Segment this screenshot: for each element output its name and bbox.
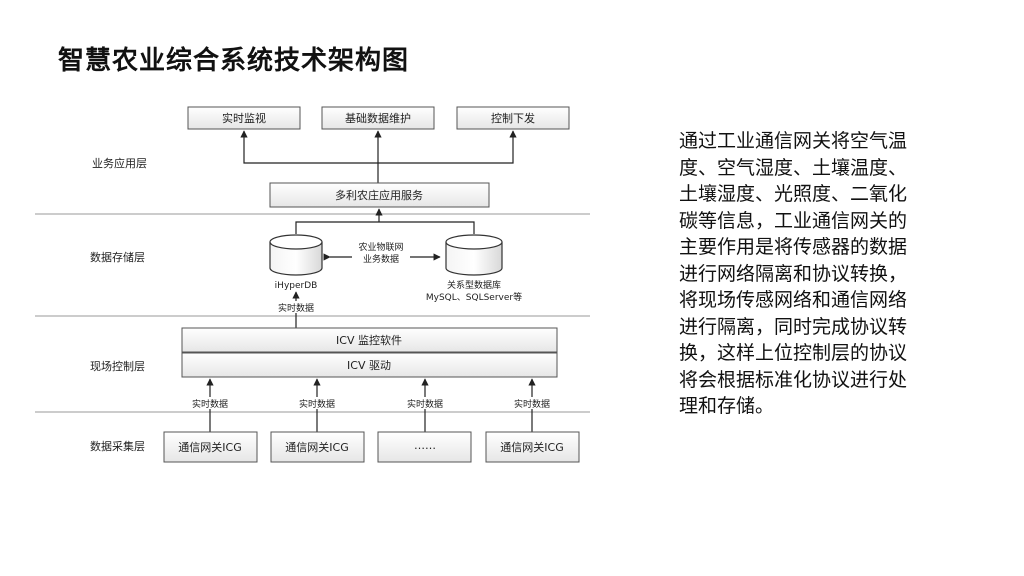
realtime-label-storage: 实时数据 <box>278 302 314 314</box>
gateway-label-1: 通信网关ICG <box>178 440 241 454</box>
db-relational-cylinder <box>445 234 503 276</box>
realtime-label-gw4: 实时数据 <box>514 398 550 410</box>
gateway-arrow-label-bg <box>184 397 558 409</box>
db-link-label-line1: 农业物联网 <box>358 241 403 253</box>
layer-separators <box>35 213 590 413</box>
gateway-box-1: 通信网关ICG <box>163 431 258 463</box>
layer-label-collect: 数据采集层 <box>90 439 145 453</box>
app-arrows <box>240 130 517 183</box>
db-relational-label-line2: MySQL、SQLServer等 <box>426 291 522 303</box>
db-link-label-line2: 业务数据 <box>363 253 399 265</box>
app-box-monitor: 实时监视 <box>187 106 301 130</box>
layer-label-storage: 数据存储层 <box>90 250 145 264</box>
description-text: 通过工业通信网关将空气温度、空气湿度、土壤温度、土壤湿度、光照度、二氧化碳等信息… <box>679 130 908 417</box>
app-box-monitor-label: 实时监视 <box>222 111 266 125</box>
gateway-label-2: 通信网关ICG <box>285 440 348 454</box>
realtime-label-gw3: 实时数据 <box>407 398 443 410</box>
page-title: 智慧农业综合系统技术架构图 <box>58 46 410 76</box>
icv-monitor-label: ICV 监控软件 <box>336 333 402 347</box>
gateway-box-3: …… <box>377 431 472 463</box>
icv-driver-box: ICV 驱动 <box>181 352 558 378</box>
app-service-label: 多利农庄应用服务 <box>335 188 423 202</box>
realtime-label-gw2: 实时数据 <box>299 398 335 410</box>
gateway-label-4: 通信网关ICG <box>500 440 563 454</box>
gateway-label-3: …… <box>414 439 436 452</box>
realtime-label-gw1: 实时数据 <box>192 398 228 410</box>
gateway-box-2: 通信网关ICG <box>270 431 365 463</box>
db-ihyperdb-label: iHyperDB <box>275 281 318 291</box>
gateway-box-4: 通信网关ICG <box>485 431 580 463</box>
app-box-data-maintenance: 基础数据维护 <box>321 106 435 130</box>
app-service-box: 多利农庄应用服务 <box>269 182 490 208</box>
icv-monitor-box: ICV 监控软件 <box>181 327 558 353</box>
app-box-control-label: 控制下发 <box>491 111 535 125</box>
app-box-data-maintenance-label: 基础数据维护 <box>345 111 411 125</box>
storage-arrows <box>295 208 475 234</box>
layer-label-app: 业务应用层 <box>92 156 147 170</box>
icv-driver-label: ICV 驱动 <box>347 359 391 372</box>
layer-label-control: 现场控制层 <box>90 359 145 373</box>
db-ihyperdb-cylinder <box>269 234 323 276</box>
app-box-control: 控制下发 <box>456 106 570 130</box>
db-relational-label-line1: 关系型数据库 <box>447 279 501 291</box>
gateway-arrows <box>206 378 536 432</box>
